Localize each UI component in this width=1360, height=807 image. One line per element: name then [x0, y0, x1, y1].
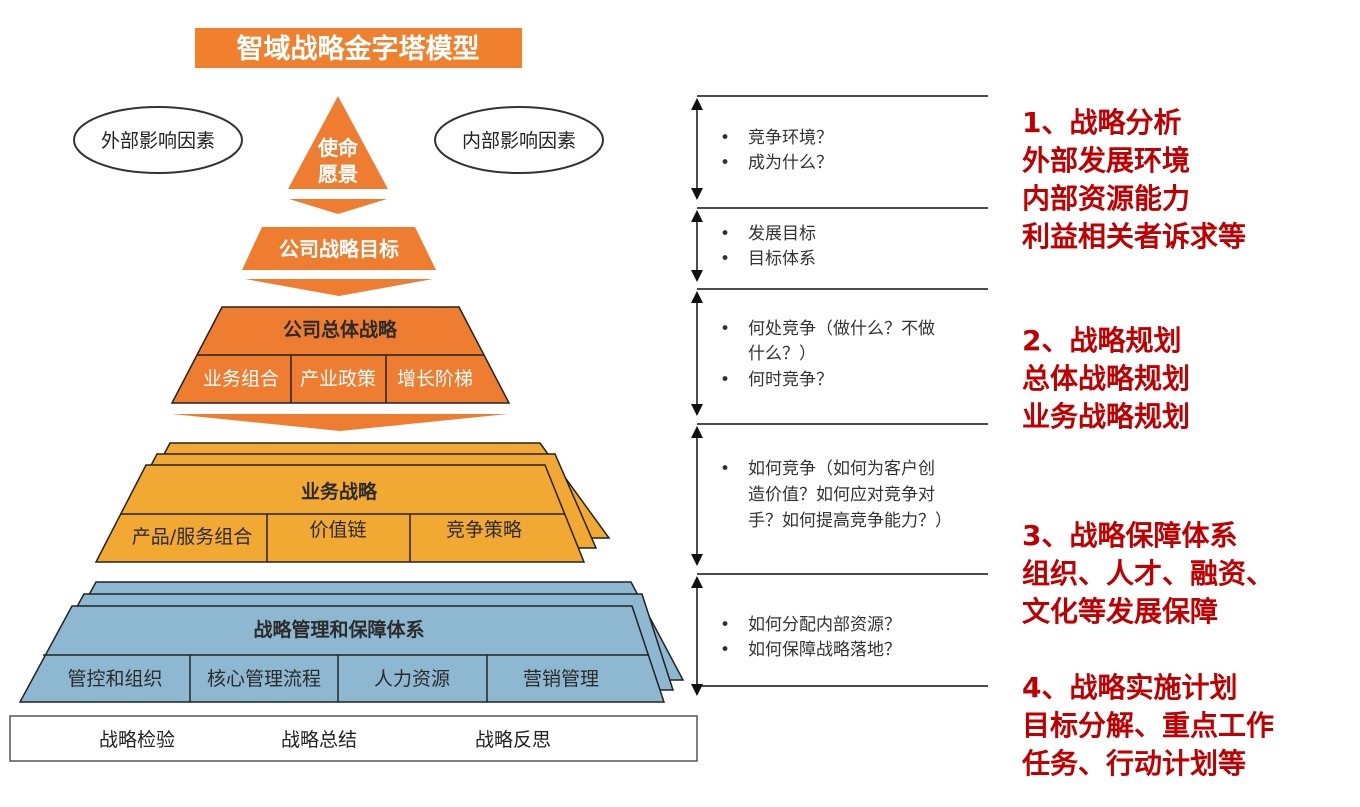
svg-text:•: •: [720, 128, 730, 148]
svg-text:•: •: [720, 319, 730, 339]
step-line: 目标分解、重点工作: [1022, 709, 1274, 742]
management-system-label: 战略管理和保障体系: [253, 618, 424, 641]
corporate-cell: 增长阶梯: [397, 368, 473, 390]
corporate-cell: 业务组合: [203, 368, 279, 390]
mission-label: 使命: [317, 136, 359, 160]
corporate-strategy-label: 公司总体战略: [283, 318, 398, 341]
external-factors-oval: 外部影响因素: [73, 106, 243, 174]
question-line: 什么？）: [748, 344, 816, 364]
question-line: 竞争环境？: [748, 128, 833, 148]
question-line: 如何保障战略落地？: [748, 640, 901, 660]
corporate-strategy-tier: 公司总体战略 业务组合 产业政策 增长阶梯: [170, 306, 511, 404]
step-line: 业务战略规划: [1022, 400, 1190, 433]
step-line: 任务、行动计划等: [1021, 747, 1246, 780]
question-block-1: • 竞争环境？ • 成为什么？: [720, 128, 833, 173]
step-line: 4、战略实施计划: [1022, 671, 1237, 704]
step-line: 文化等发展保障: [1022, 595, 1218, 628]
down-arrow-3: [172, 414, 508, 431]
internal-factors-oval: 内部影响因素: [434, 106, 604, 174]
management-cell: 核心管理流程: [207, 668, 321, 690]
question-block-2: • 发展目标 • 目标体系: [720, 224, 816, 269]
business-cell: 价值链: [309, 519, 366, 541]
question-line: 目标体系: [748, 249, 816, 269]
step-line: 3、战略保障体系: [1022, 519, 1237, 552]
internal-factors-label: 内部影响因素: [462, 130, 576, 152]
vision-label: 愿景: [318, 162, 358, 186]
management-system-tier: 战略管理和保障体系 管控和组织 核心管理流程 人力资源 营销管理: [18, 581, 685, 703]
step-line: 内部资源能力: [1022, 182, 1190, 215]
step-block-1: 1、战略分析 外部发展环境 内部资源能力 利益相关者诉求等: [1022, 106, 1246, 253]
svg-text:•: •: [720, 224, 730, 244]
management-cell: 人力资源: [374, 668, 450, 690]
svg-text:•: •: [720, 615, 730, 635]
question-block-3: • 何处竞争（做什么？不做 什么？） • 何时竞争？: [720, 319, 935, 390]
question-line: 发展目标: [748, 224, 816, 244]
svg-text:•: •: [720, 640, 730, 660]
question-line: 何处竞争（做什么？不做: [748, 319, 935, 339]
step-line: 组织、人才、融资、: [1022, 557, 1274, 590]
business-cell: 竞争策略: [446, 519, 522, 541]
page-title: 智域战略金字塔模型: [237, 33, 480, 65]
question-line: 手？如何提高竞争能力？）: [748, 511, 952, 531]
step-line: 1、战略分析: [1022, 106, 1181, 139]
question-line: 如何分配内部资源？: [748, 615, 901, 635]
step-block-4: 4、战略实施计划 目标分解、重点工作 任务、行动计划等: [1021, 671, 1274, 780]
title-banner: 智域战略金字塔模型: [195, 28, 522, 68]
separator-lines: [697, 95, 988, 687]
business-strategy-tier: 业务战略 产品/服务组合 价值链 竞争策略: [94, 442, 611, 563]
question-line: 成为什么？: [748, 153, 833, 173]
management-cell: 营销管理: [523, 668, 599, 690]
business-cell: 产品/服务组合: [132, 526, 252, 548]
svg-text:•: •: [720, 459, 730, 479]
question-block-5: • 如何分配内部资源？ • 如何保障战略落地？: [720, 615, 901, 660]
external-factors-label: 外部影响因素: [101, 130, 215, 152]
step-line: 利益相关者诉求等: [1022, 220, 1246, 253]
management-cell: 管控和组织: [67, 668, 162, 690]
base-item: 战略检验: [99, 729, 175, 751]
base-review-box: 战略检验 战略总结 战略反思: [9, 715, 698, 762]
corporate-cell: 产业政策: [300, 368, 376, 390]
svg-text:•: •: [720, 370, 730, 390]
step-line: 2、战略规划: [1022, 324, 1181, 357]
question-block-4: • 如何竞争（如何为客户创 造价值？如何应对竞争对 手？如何提高竞争能力？）: [720, 459, 952, 531]
business-strategy-label: 业务战略: [301, 480, 378, 503]
step-block-3: 3、战略保障体系 组织、人才、融资、 文化等发展保障: [1022, 519, 1274, 628]
down-arrow-1: [289, 199, 387, 214]
down-arrow-2: [245, 279, 433, 296]
step-line: 总体战略规划: [1022, 362, 1190, 395]
svg-text:•: •: [720, 153, 730, 173]
step-line: 外部发展环境: [1022, 144, 1190, 177]
base-item: 战略反思: [475, 729, 551, 751]
step-block-2: 2、战略规划 总体战略规划 业务战略规划: [1022, 324, 1190, 433]
question-line: 何时竞争？: [748, 370, 833, 390]
svg-text:•: •: [720, 249, 730, 269]
company-goal-label: 公司战略目标: [279, 237, 399, 261]
base-item: 战略总结: [281, 729, 357, 751]
mission-vision-tier: 使命 愿景: [288, 96, 388, 189]
company-goal-tier: 公司战略目标: [242, 227, 436, 270]
question-line: 造价值？如何应对竞争对: [748, 485, 935, 505]
question-line: 如何竞争（如何为客户创: [748, 459, 935, 479]
